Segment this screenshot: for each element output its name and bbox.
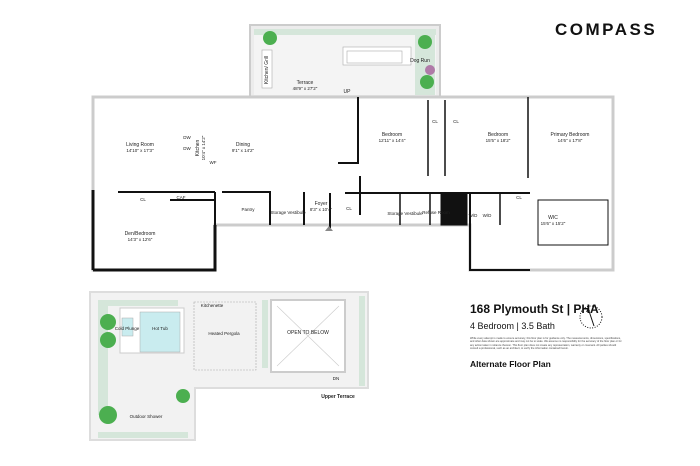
tree-icon [263,31,277,45]
plan-label: Alternate Floor Plan [470,358,551,369]
dishwasher-label: DW [183,146,191,151]
den-label: Den/Bedroom [125,231,156,237]
refuse-room-label: Refuse Room [422,210,450,215]
outdoor-shower-label: Outdoor Shower [130,414,163,419]
listing-info: 168 Plymouth St | PHA 4 Bedroom | 3.5 Ba… [470,302,630,369]
dishwasher-label: DW [183,135,191,140]
closet-label: CL [346,206,352,211]
tree-icon [100,314,116,330]
tree-icon [420,75,434,89]
tree-icon [418,35,432,49]
wine-fridge-label: WF [210,160,217,165]
primary-bedroom-label: Primary Bedroom [551,132,590,138]
main-floor [91,95,615,272]
hot-tub-label: Hot Tub [152,326,168,331]
den-dims: 14'3" x 12'6" [128,237,153,242]
bedroom-dims: 12'11" x 14'4" [379,138,406,143]
foyer-label: Foyer [315,201,328,207]
bedroom-label: Bedroom [488,132,508,138]
pergola-label: Heated Pergola [208,331,240,336]
tree-icon [176,389,190,403]
grill-label: Kitchen/ Grill [264,56,270,84]
primary-bedroom-dims: 14'6" x 17'8" [558,138,583,143]
kitchenette-label: Kitchenette [201,303,224,308]
living-room-label: Living Room [126,142,154,148]
upper-terrace [89,291,369,441]
dog-run-label: Dog Run [410,58,430,64]
living-room-dims: 14'10" x 17'3" [126,148,154,153]
compass-logo: COMPASS [555,20,658,39]
washer-dryer-label: W/D [469,213,478,218]
tree-icon [100,332,116,348]
dining-label: Dining [236,142,250,148]
closet-label: CL [432,119,438,124]
foyer-dims: 8'3" x 10'4" [310,207,333,212]
closet-label: CL [140,197,146,202]
kitchen-label: Kitchen [195,139,201,156]
dining-dims: 9'1" x 14'2" [232,148,255,153]
wic-dims: 15'6" x 15'2" [541,221,566,226]
entry-arrow-icon [325,226,333,231]
closet-label: CL [453,119,459,124]
disclaimer: While every attempt is made to ensure ac… [470,337,622,351]
coffee-label: CAF [177,195,186,200]
bedroom-label: Bedroom [382,132,402,138]
bedroom-dims: 15'5" x 18'2" [486,138,511,143]
terrace-dims: 48'9" x 27'2" [293,86,318,91]
storage-vestibule-label: Storage Vestibule [387,211,423,216]
upper-terrace-label: Upper Terrace [321,394,355,400]
up-label: UP [344,89,352,95]
terrace-label: Terrace [297,80,314,86]
wic-label: WIC [548,215,558,221]
flower-icon [425,65,435,75]
washer-dryer-label: W/D [483,213,492,218]
kitchen-dims: 10'4" x 14'2" [201,135,206,160]
north-arrow-icon [579,305,603,329]
down-label: DN [333,376,340,381]
pantry-label: Pantry [241,207,255,212]
listing-subtitle: 4 Bedroom | 3.5 Bath [470,321,555,331]
open-to-below-label: OPEN TO BELOW [287,330,329,336]
cold-plunge-label: Cold Plunge [115,326,140,331]
listing-title: 168 Plymouth St | PHA [470,302,599,316]
closet-label: CL [516,195,522,200]
tree-icon [99,406,117,424]
storage-vestibule-label: Storage Vestibule [270,210,306,215]
